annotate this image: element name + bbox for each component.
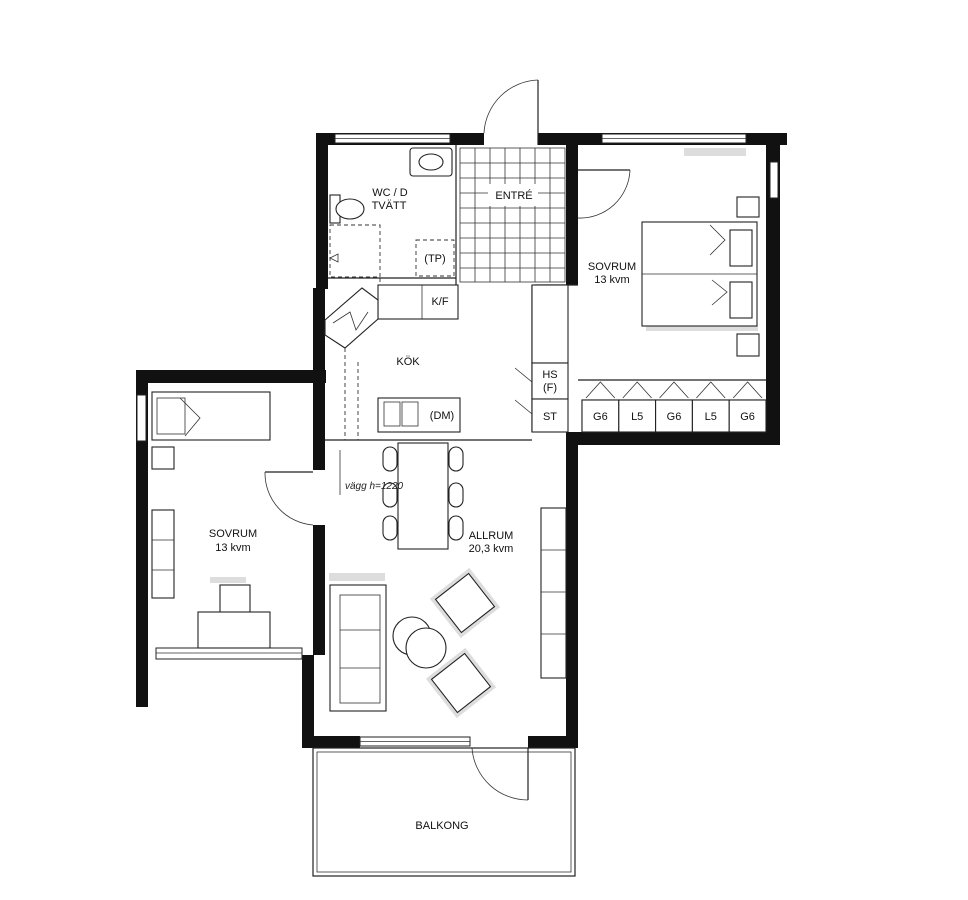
- kok-label: KÖK: [396, 356, 420, 368]
- doors: [264, 79, 631, 801]
- wardrobe-row: G6 L5 G6 L5 G6: [581, 381, 767, 433]
- st-label: ST: [543, 411, 557, 423]
- bedroom-right-area: 13 kvm: [594, 274, 629, 286]
- wardrobe-label: G6: [740, 411, 755, 423]
- bathroom-fixtures: [329, 147, 456, 306]
- wardrobe-label: G6: [667, 411, 682, 423]
- allrum-label: ALLRUM: [469, 530, 514, 542]
- wardrobe-label: L5: [705, 411, 717, 423]
- wc-label: WC / D: [372, 187, 407, 199]
- wardrobe-label: G6: [593, 411, 608, 423]
- bedroom-left-label: SOVRUM: [209, 528, 257, 540]
- bedroom-right-label: SOVRUM: [588, 261, 636, 273]
- wall-height-note: vägg h=1220: [345, 481, 404, 492]
- hs-f-label: (F): [543, 382, 557, 394]
- wardrobe-unit: [581, 399, 620, 433]
- tp-label: (TP): [424, 253, 445, 265]
- wardrobe-unit: [728, 399, 767, 433]
- living-room-furniture: [329, 507, 567, 719]
- wc-label-2: TVÄTT: [372, 200, 407, 212]
- kitchen-fixtures: [324, 284, 569, 440]
- hs-label: HS: [542, 369, 557, 381]
- left-bedroom-furniture: [151, 391, 271, 649]
- windows: [136, 133, 779, 747]
- wardrobe-door-swing: [696, 381, 726, 399]
- dining-set: [339, 442, 464, 550]
- wardrobe-door-swing: [732, 381, 763, 399]
- balcony: [312, 747, 576, 877]
- entre-label: ENTRÉ: [495, 189, 532, 202]
- wardrobe-door-swing: [659, 381, 689, 399]
- entrance-tiles: [459, 147, 566, 283]
- wardrobe-door-swing: [585, 381, 616, 399]
- kf-label: K/F: [431, 296, 448, 308]
- dm-label: (DM): [430, 410, 454, 422]
- right-bedroom-furniture: [581, 148, 767, 433]
- balkong-label: BALKONG: [415, 820, 468, 832]
- wardrobe-unit: [618, 399, 657, 433]
- wardrobe-unit: [691, 399, 730, 433]
- bedroom-left-area: 13 kvm: [215, 542, 250, 554]
- wardrobe-label: L5: [631, 411, 643, 423]
- room-labels: WC / D TVÄTT ENTRÉ SOVRUM 13 kvm KÖK SOV…: [209, 187, 636, 832]
- wardrobe-door-swing: [622, 381, 652, 399]
- fixture-labels: (TP) K/F HS (F) ST (DM) vägg h=1220: [345, 253, 558, 492]
- allrum-area: 20,3 kvm: [469, 543, 514, 555]
